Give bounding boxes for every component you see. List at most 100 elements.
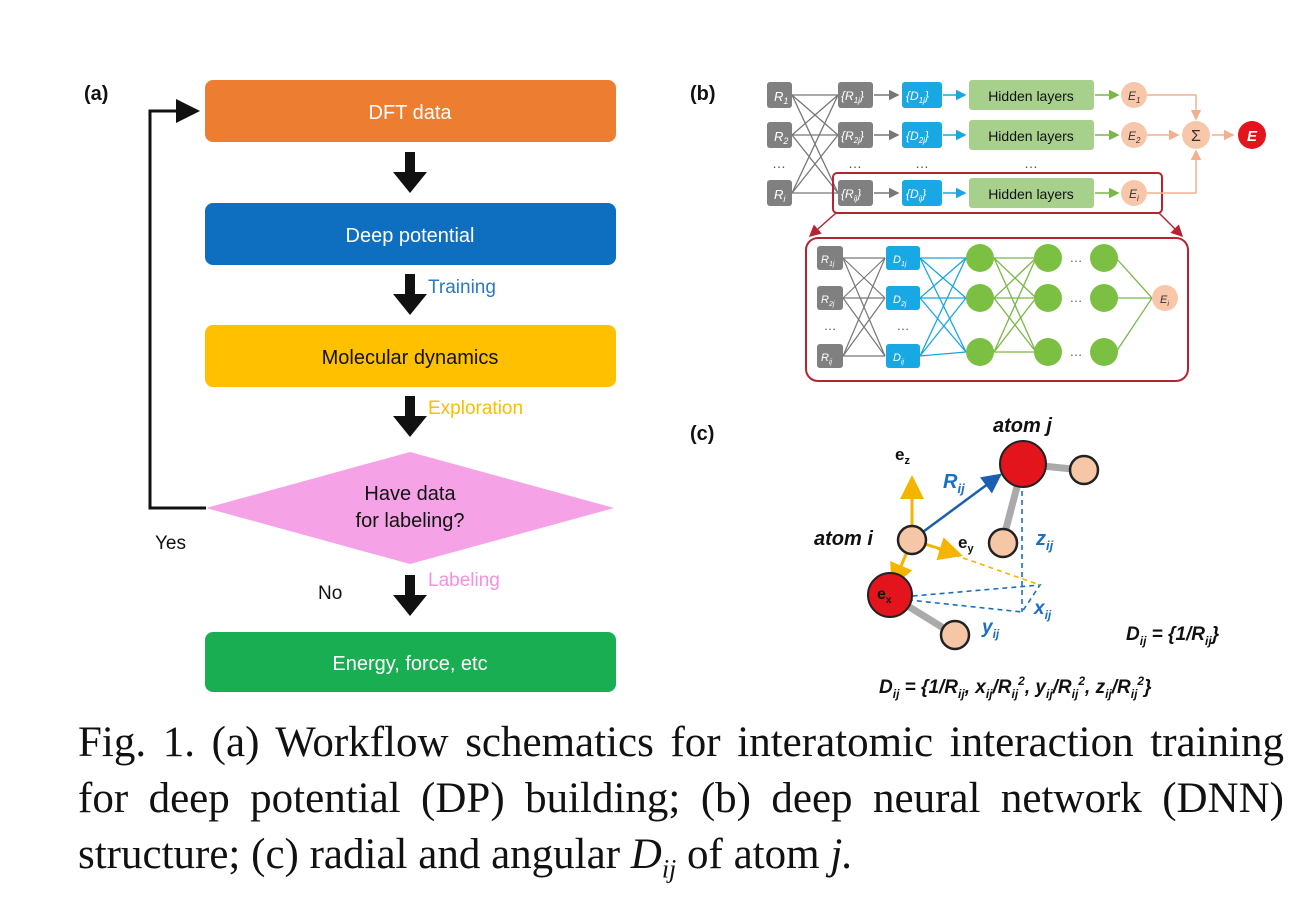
desc-d2j: {D2j} bbox=[906, 129, 929, 145]
formula-part: ij bbox=[893, 687, 900, 701]
hidden-layers-2 bbox=[969, 120, 1094, 150]
angular-descriptor-formula: Dij = {1/Rij, xij/Rij2, yij/Rij2, zij/Ri… bbox=[879, 674, 1152, 701]
inset-d2j-box bbox=[886, 286, 920, 310]
svg-text:…: … bbox=[1024, 155, 1038, 171]
hidden-layers-label-2: Hidden layers bbox=[988, 128, 1074, 144]
ellipsis-row: … … … … bbox=[772, 155, 1038, 171]
ey-label: ey bbox=[958, 533, 974, 555]
sum-connectors bbox=[1147, 94, 1235, 194]
energy-e1 bbox=[1121, 82, 1147, 108]
formula-part: ij bbox=[1012, 687, 1019, 701]
input-r2-box bbox=[767, 122, 792, 148]
formula-part: D bbox=[879, 677, 893, 698]
energy-e2 bbox=[1121, 122, 1147, 148]
neighbor-atom-3 bbox=[939, 619, 971, 651]
formula-part: , y bbox=[1024, 677, 1048, 698]
inset-cross-lines-3 bbox=[993, 257, 1153, 353]
inset-d1j: D1j bbox=[893, 254, 907, 268]
formula-part: } bbox=[1210, 624, 1220, 645]
inset-dij: Dij bbox=[893, 352, 905, 366]
panel-b-label: (b) bbox=[690, 83, 716, 105]
formula-part: 2 bbox=[1017, 674, 1025, 688]
input-cross-lines bbox=[791, 94, 839, 194]
inset-output-node bbox=[1152, 285, 1178, 311]
caption-dij: Dij bbox=[630, 831, 677, 884]
decision-line-2: for labeling? bbox=[356, 510, 465, 532]
formula-part: ij bbox=[1140, 634, 1147, 648]
atom-i bbox=[896, 524, 928, 556]
formula-part: ij bbox=[1131, 687, 1138, 701]
deep-potential-box bbox=[205, 203, 616, 265]
env-rij-box bbox=[838, 180, 873, 206]
inset-r2j-box bbox=[817, 286, 843, 310]
hidden-layers-label-i: Hidden layers bbox=[988, 186, 1074, 202]
formula-part: = {1/R bbox=[1146, 624, 1205, 645]
deep-potential-label: Deep potential bbox=[346, 225, 475, 247]
rij-vector bbox=[911, 473, 1003, 542]
svg-text:…: … bbox=[772, 155, 786, 171]
atom-i-label: atom i bbox=[814, 528, 873, 550]
ez-label: ez bbox=[895, 445, 910, 467]
svg-text:…: … bbox=[1070, 250, 1083, 265]
desc-d1j: {D1j} bbox=[906, 89, 929, 105]
formula-part: /R bbox=[1111, 677, 1131, 698]
inset-rij-box bbox=[817, 344, 843, 368]
figure-caption: Fig. 1. (a) Workflow schematics for inte… bbox=[78, 715, 1284, 898]
formula-part: ij bbox=[1105, 687, 1112, 701]
zoom-line-left bbox=[808, 212, 837, 237]
inset-neuron-dots: … … … bbox=[1070, 250, 1083, 359]
energy-ei bbox=[1121, 180, 1147, 206]
zij-label: zij bbox=[1035, 528, 1054, 553]
env-r1j-box bbox=[838, 82, 873, 108]
neighbor-atom-2 bbox=[987, 527, 1019, 559]
formula-part: , z bbox=[1084, 677, 1106, 698]
formula-part: = {1/R bbox=[899, 677, 958, 698]
env-r2j: {R2j} bbox=[841, 129, 864, 145]
yij-label: yij bbox=[981, 617, 1000, 641]
inset-r1j-box bbox=[817, 246, 843, 270]
svg-text:…: … bbox=[1070, 290, 1083, 305]
xij-label: xij bbox=[1033, 598, 1052, 622]
labeling-decision-diamond bbox=[206, 452, 614, 564]
energy-e1-label: E1 bbox=[1128, 89, 1140, 105]
network-inset bbox=[805, 237, 1189, 382]
no-label: No bbox=[318, 583, 342, 604]
energy-force-label: Energy, force, etc bbox=[332, 653, 487, 675]
formula-part: ij bbox=[986, 687, 993, 701]
svg-text:…: … bbox=[1070, 344, 1083, 359]
exploration-label: Exploration bbox=[428, 398, 523, 419]
desc-d2j-box bbox=[902, 122, 942, 148]
inset-cross-lines-2 bbox=[919, 257, 967, 357]
env-r1j: {R1j} bbox=[841, 89, 864, 105]
atom-j-label: atom j bbox=[993, 415, 1052, 437]
panel-c-label: (c) bbox=[690, 423, 714, 445]
inset-output-label: Ei bbox=[1160, 294, 1169, 308]
svg-text:…: … bbox=[848, 155, 862, 171]
flow-arrows bbox=[393, 152, 427, 616]
formula-part: /R bbox=[992, 677, 1012, 698]
formula-part: ij bbox=[958, 687, 965, 701]
red-atom-x bbox=[867, 572, 913, 618]
formula-part: ij bbox=[1046, 687, 1053, 701]
total-energy-label: E bbox=[1247, 128, 1258, 145]
dft-data-box bbox=[205, 80, 616, 142]
formula-part: } bbox=[1142, 677, 1152, 698]
inset-hidden-neurons bbox=[966, 244, 1118, 366]
env-rij: {Rij} bbox=[841, 187, 861, 203]
desc-d1j-box bbox=[902, 82, 942, 108]
yes-loop-arrow bbox=[148, 99, 206, 510]
inset-r1j: R1j bbox=[821, 254, 835, 268]
zoom-line-right bbox=[1158, 212, 1184, 238]
sum-node bbox=[1182, 121, 1210, 149]
labeling-label: Labeling bbox=[428, 570, 500, 591]
decision-line-1: Have data bbox=[364, 483, 456, 505]
molecular-dynamics-label: Molecular dynamics bbox=[322, 347, 499, 369]
desc-dij: {Dij} bbox=[906, 187, 926, 203]
total-energy-node bbox=[1238, 121, 1266, 149]
formula-part: /R bbox=[1052, 677, 1072, 698]
formula-part: ij bbox=[1205, 634, 1212, 648]
inset-d2j: D2j bbox=[893, 294, 907, 308]
inset-d1j-box bbox=[886, 246, 920, 270]
formula-part: 2 bbox=[1136, 674, 1144, 688]
